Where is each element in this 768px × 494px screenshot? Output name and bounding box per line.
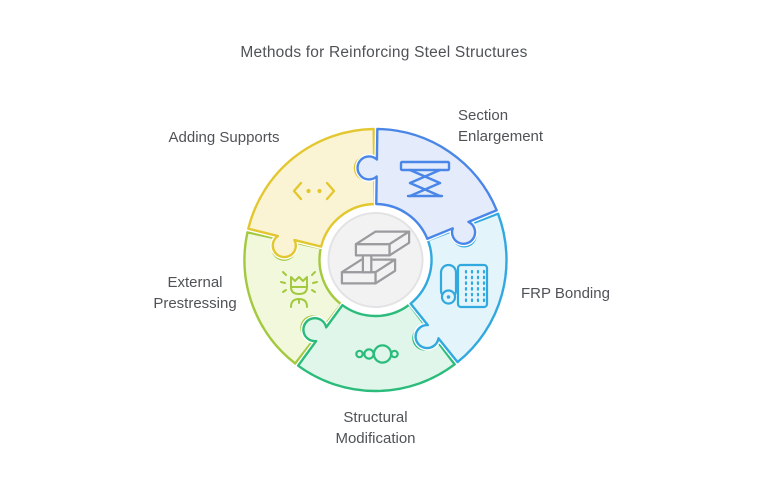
segment-label-frp-bonding: FRP Bonding <box>521 285 610 302</box>
puzzle-piece-section-enlargement <box>355 126 500 247</box>
fabric-roll-icon <box>439 263 489 309</box>
segment-label-adding-supports: Adding Supports <box>168 129 280 146</box>
tulip-icon <box>280 271 318 308</box>
segment-label-section-enlargement: Section Enlargement <box>458 107 544 145</box>
diagram-title: Methods for Reinforcing Steel Structures <box>240 44 528 61</box>
circles-icon <box>355 344 399 364</box>
segment-label-external-prestressing: External Prestressing <box>153 274 237 312</box>
steel-beam-icon <box>340 230 411 285</box>
angle-brackets-icon <box>292 181 336 201</box>
scissor-lift-icon <box>399 160 451 198</box>
segment-label-structural-modification: Structural Modification <box>335 409 416 447</box>
